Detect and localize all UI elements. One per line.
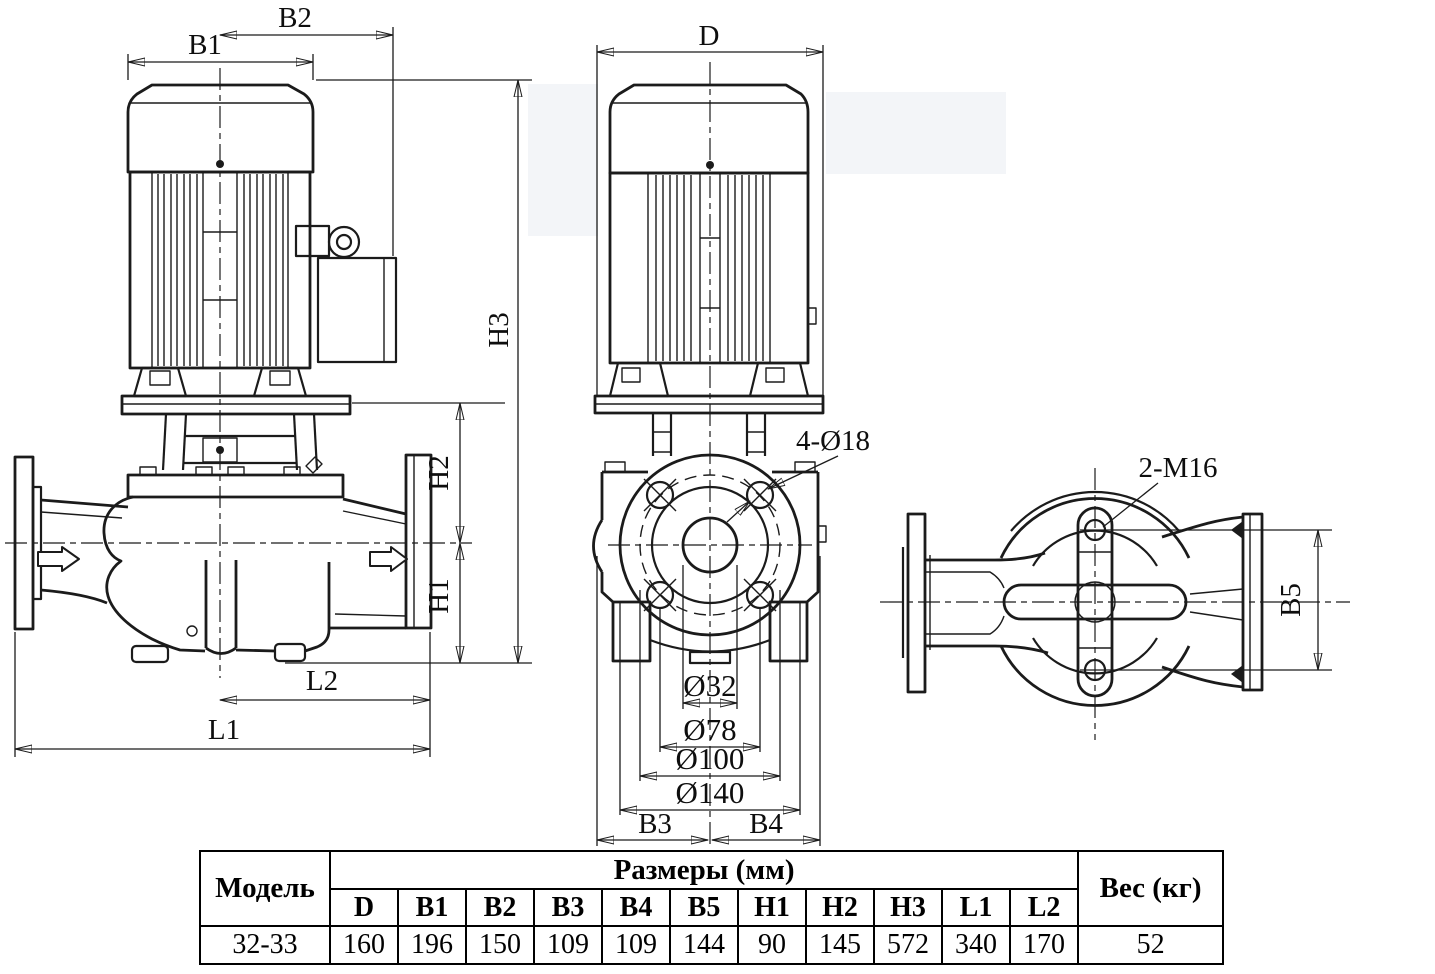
dim-label-b1: B1 xyxy=(188,29,222,61)
model-value: 32-33 xyxy=(199,925,331,965)
casing-foot xyxy=(768,600,809,663)
col-l1: L1 xyxy=(941,888,1011,927)
pump-flange-plate xyxy=(126,466,345,499)
motor-base xyxy=(120,366,352,416)
dim-label-l1: L1 xyxy=(208,714,240,746)
table-data-row: 32-33 160 196 150 109 109 144 90 145 572… xyxy=(199,925,1225,965)
support-columns xyxy=(651,413,767,456)
dim-label-b2: B2 xyxy=(278,2,312,34)
side-view: B2 B1 H3 H2 H1 L2 L1 xyxy=(5,2,532,757)
side-dimensions xyxy=(14,27,532,757)
dim-label-dia78: Ø78 xyxy=(683,712,736,747)
dim-label-dia140: Ø140 xyxy=(676,775,745,810)
suction-pipe xyxy=(901,512,1049,694)
motor-base xyxy=(593,361,825,415)
weight-value: 52 xyxy=(1077,925,1225,965)
col-b1: B1 xyxy=(397,888,467,927)
scan-artifact xyxy=(826,92,1006,174)
dim-label-dia32: Ø32 xyxy=(683,668,736,703)
front-view: 4-Ø18 D xyxy=(592,20,870,847)
motor-cap xyxy=(126,83,315,174)
value-l2: 170 xyxy=(1008,925,1080,965)
col-b4: B4 xyxy=(601,888,671,927)
dim-label-tapped-holes: 2-M16 xyxy=(1139,452,1218,484)
dim-label-b3: B3 xyxy=(638,808,672,840)
value-d: 160 xyxy=(329,925,399,965)
col-b3: B3 xyxy=(533,888,603,927)
table-header-weight: Вес (кг) xyxy=(1077,850,1225,927)
lifting-eye xyxy=(294,224,361,259)
motor-body xyxy=(608,171,817,365)
value-b2: 150 xyxy=(465,925,535,965)
col-h1: H1 xyxy=(737,888,807,927)
dim-label-h2: H2 xyxy=(423,455,455,490)
dim-label-dia100: Ø100 xyxy=(676,741,745,776)
casing-foot xyxy=(130,644,170,664)
dim-label-h1: H1 xyxy=(423,578,455,613)
discharge-flange xyxy=(1241,512,1264,692)
col-h2: H2 xyxy=(805,888,875,927)
motor-body xyxy=(128,170,312,370)
motor-fins xyxy=(655,175,764,361)
bolt-hole-leader xyxy=(726,455,839,523)
table-header-sizes: Размеры (мм) xyxy=(328,850,1080,890)
col-b5: B5 xyxy=(669,888,739,927)
motor-cap xyxy=(608,83,810,175)
dim-label-bolt-holes: 4-Ø18 xyxy=(796,425,870,457)
dim-label-b5: B5 xyxy=(1275,583,1307,617)
flow-arrow-outlet xyxy=(369,546,408,572)
value-h1: 90 xyxy=(737,925,807,965)
dim-label-b4: B4 xyxy=(749,808,783,840)
col-l2: L2 xyxy=(1008,888,1080,927)
pump-casing xyxy=(13,453,433,664)
dim-label-d: D xyxy=(699,20,720,52)
front-dimensions xyxy=(596,45,824,846)
technical-drawing: B2 B1 H3 H2 H1 L2 L1 xyxy=(5,2,1350,847)
col-b2: B2 xyxy=(465,888,535,927)
top-dimensions xyxy=(1080,529,1332,671)
value-l1: 340 xyxy=(941,925,1011,965)
outlet-flange xyxy=(404,453,433,630)
casing-foot xyxy=(611,600,652,663)
value-h3: 572 xyxy=(873,925,943,965)
dim-label-l2: L2 xyxy=(306,665,338,697)
value-b1: 196 xyxy=(397,925,467,965)
casing-foot xyxy=(273,642,307,663)
col-d: D xyxy=(329,888,399,927)
suction-flange xyxy=(906,512,927,694)
motor-fins xyxy=(157,174,284,366)
value-h2: 145 xyxy=(805,925,875,965)
table-header-model: Модель xyxy=(199,850,331,927)
table-column-row: D B1 B2 B3 B4 B5 H1 H2 H3 L1 L2 xyxy=(200,888,1223,927)
drain-plug xyxy=(305,456,323,474)
value-b4: 109 xyxy=(601,925,671,965)
dimension-table: Модель Размеры (мм) Вес (кг) D B1 B2 B3 … xyxy=(199,850,1225,965)
terminal-box xyxy=(316,256,398,364)
col-h3: H3 xyxy=(873,888,943,927)
scan-artifact xyxy=(528,84,598,236)
drain-hole xyxy=(186,625,198,637)
tapped-hole-leader xyxy=(1102,482,1159,528)
flow-arrow-inlet xyxy=(37,546,80,572)
top-view: 2-M16 B5 xyxy=(880,452,1350,740)
value-b5: 144 xyxy=(669,925,739,965)
dim-label-h3: H3 xyxy=(483,312,515,347)
lantern-support xyxy=(161,413,323,474)
value-b3: 109 xyxy=(533,925,603,965)
